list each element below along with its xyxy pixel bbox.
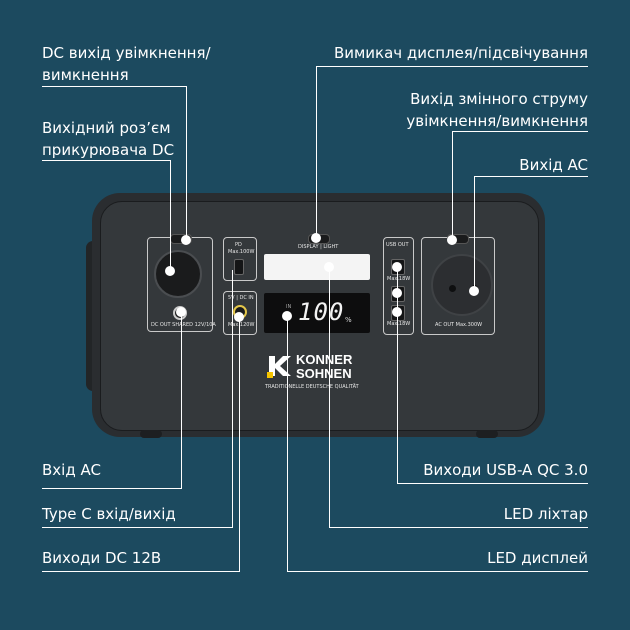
leader-ac-input-v bbox=[181, 312, 182, 489]
leader-dc-switch-v bbox=[186, 86, 187, 238]
leader-display-switch-dot bbox=[311, 233, 321, 243]
dcin-label: 5V | DC IN bbox=[228, 295, 254, 301]
leader-ac-input-dot bbox=[176, 307, 186, 317]
display-light-label: DISPLAY | LIGHT bbox=[298, 244, 339, 250]
leader-dc-outputs-dot bbox=[234, 312, 244, 322]
lcd-value: 100 bbox=[298, 298, 345, 326]
leader-usb-outputs-dot-3 bbox=[392, 307, 402, 317]
leader-dc-outputs-v bbox=[239, 316, 240, 572]
leader-ac-output-v bbox=[474, 176, 475, 290]
leader-ac-input-h bbox=[42, 488, 181, 489]
leader-car-socket-dot bbox=[165, 266, 175, 276]
usb-max-label-2: Max.18W bbox=[387, 321, 411, 327]
leader-usb-outputs-dot-2 bbox=[392, 288, 402, 298]
type-c-port[interactable] bbox=[234, 259, 244, 275]
dcin-max-label: Max.120W bbox=[228, 322, 255, 328]
leader-ac-switch-dot bbox=[447, 235, 457, 245]
leader-type-c-h bbox=[42, 527, 232, 528]
led-light-panel bbox=[264, 254, 370, 280]
label-led-display: LED дисплей bbox=[487, 549, 588, 567]
leader-car-socket-v bbox=[170, 160, 171, 268]
leader-ac-output-h bbox=[474, 176, 588, 177]
car-socket-port[interactable] bbox=[154, 250, 202, 298]
leader-usb-outputs-v bbox=[397, 266, 398, 484]
leader-car-socket-h bbox=[42, 160, 170, 161]
leader-led-light-dot bbox=[324, 262, 334, 272]
label-led-light: LED ліхтар bbox=[503, 505, 588, 523]
leader-ac-output-dot bbox=[469, 286, 479, 296]
leader-display-switch-h bbox=[316, 66, 588, 67]
leader-led-light-h bbox=[329, 527, 588, 528]
leader-led-light-v bbox=[329, 267, 330, 528]
brand-line-2: SOHNEN bbox=[296, 366, 352, 381]
label-usb-outputs: Виходи USB-A QC 3.0 bbox=[423, 461, 588, 479]
leader-usb-outputs-h bbox=[397, 483, 588, 484]
konner-sohnen-logo-icon bbox=[267, 356, 291, 378]
leader-led-display-dot bbox=[282, 311, 292, 321]
label-ac-switch: Вихід змінного струму увімкнення/вимкнен… bbox=[406, 90, 588, 130]
right-foot bbox=[476, 430, 498, 438]
led-display-screen bbox=[264, 293, 370, 333]
label-ac-input: Вхід AC bbox=[42, 461, 101, 479]
ac-socket[interactable] bbox=[431, 254, 493, 316]
ac-out-label: AC OUT Max.300W bbox=[435, 322, 483, 328]
lcd-in-indicator: IN bbox=[286, 304, 292, 310]
label-dc-switch: DC вихід увімкнення/ вимкнення bbox=[42, 44, 211, 84]
leader-display-switch-v bbox=[316, 66, 317, 236]
leader-dc-outputs-h bbox=[42, 571, 239, 572]
label-ac-output: Вихід AC bbox=[519, 156, 588, 174]
lcd-unit: % bbox=[345, 316, 352, 324]
dc-out-label: DC OUT SHARED 12V/10A bbox=[151, 322, 216, 328]
label-display-switch: Вимикач дисплея/підсвічування bbox=[333, 44, 588, 62]
pd-panel bbox=[223, 237, 257, 281]
leader-dc-switch-dot bbox=[181, 235, 191, 245]
leader-led-display-h bbox=[287, 571, 588, 572]
label-dc-outputs: Виходи DC 12В bbox=[42, 549, 162, 567]
leader-led-display-v bbox=[287, 316, 288, 572]
usb-max-label-1: Max.18W bbox=[387, 276, 411, 282]
leader-dc-switch-h bbox=[42, 86, 186, 87]
usb-out-label: USB OUT bbox=[386, 242, 409, 248]
usb-panel bbox=[383, 237, 414, 335]
leader-usb-outputs-dot-1 bbox=[392, 262, 402, 272]
ac-socket-pin-left bbox=[449, 285, 456, 292]
brand-tagline: TRADITIONELLE DEUTSCHE QUALITÄT bbox=[265, 384, 359, 390]
left-foot bbox=[140, 430, 162, 438]
label-car-socket: Вихідний роз’єм прикурювача DC bbox=[42, 119, 175, 159]
label-type-c: Type C вхід/вихід bbox=[42, 505, 176, 523]
leader-type-c-v bbox=[232, 270, 233, 528]
pd-label: PD bbox=[235, 242, 242, 248]
dc-in-panel bbox=[223, 291, 257, 335]
leader-ac-switch-v bbox=[452, 131, 453, 237]
leader-ac-switch-h bbox=[452, 131, 588, 132]
pd-max-label: Max.100W bbox=[228, 249, 255, 255]
brand-line-1: KONNER bbox=[296, 352, 353, 367]
